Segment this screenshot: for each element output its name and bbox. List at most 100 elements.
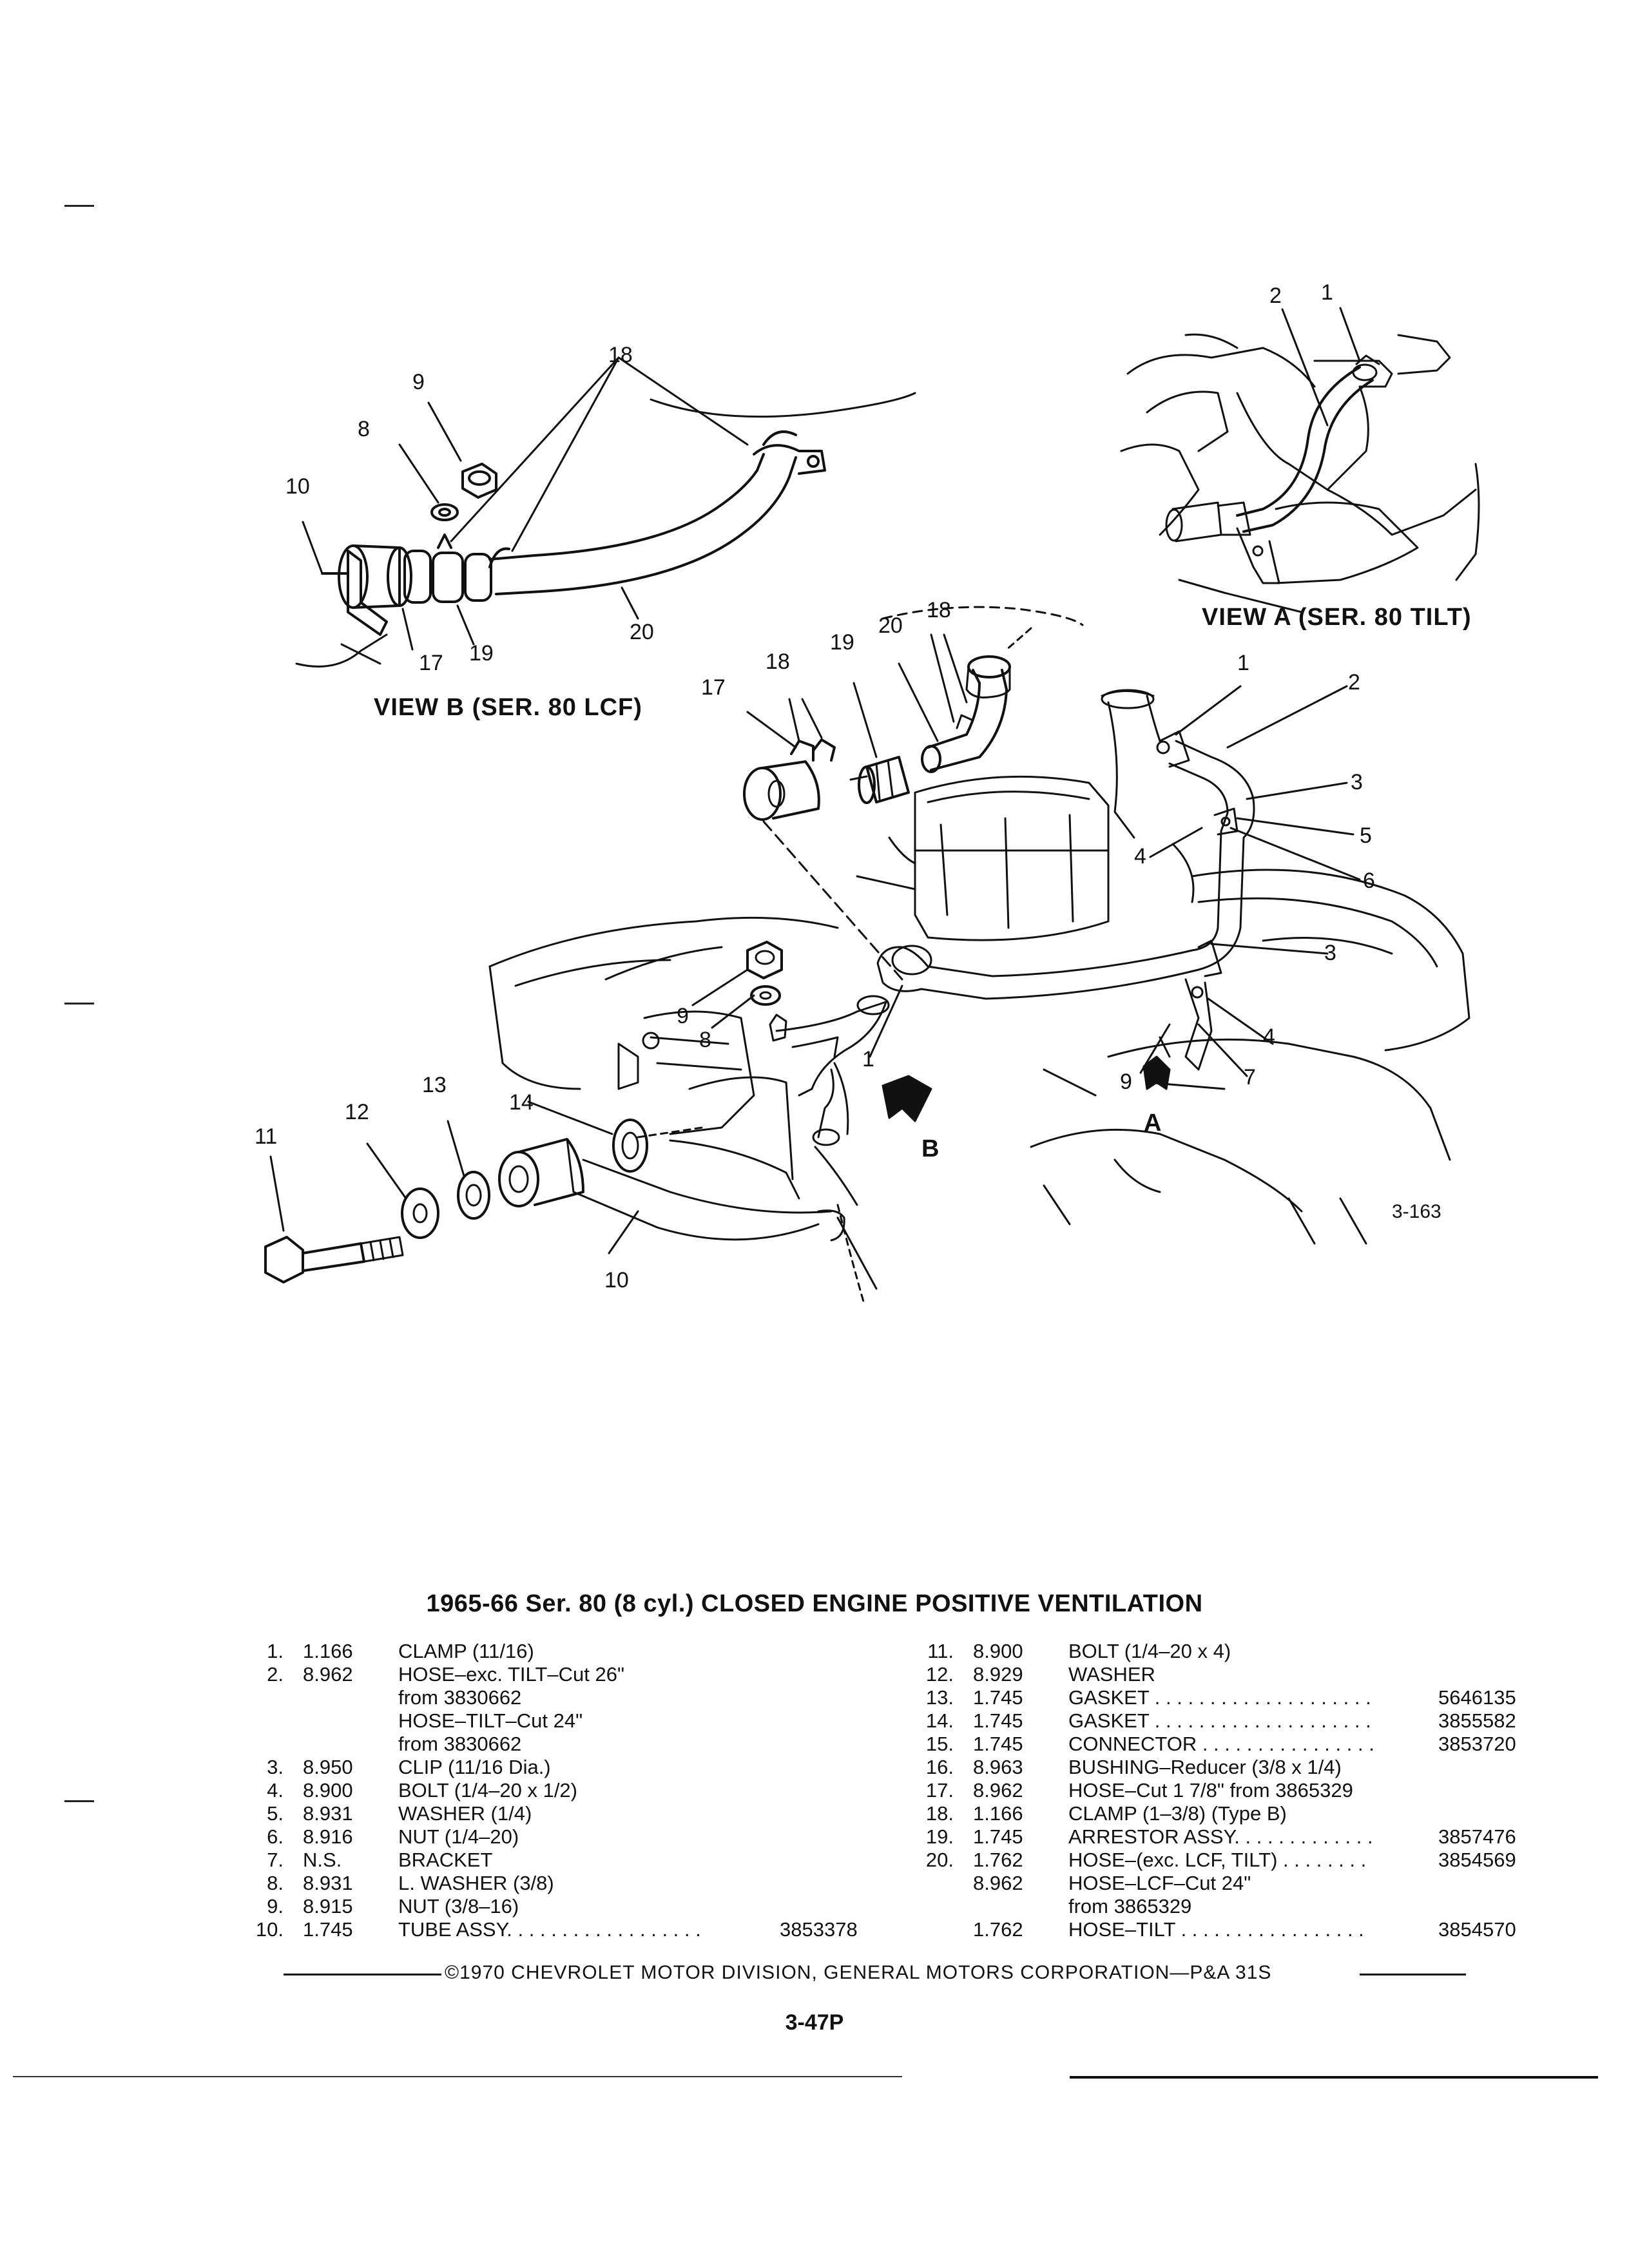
parts-cat: 1.166: [303, 1640, 353, 1662]
parts-num: 12.: [925, 1663, 954, 1686]
parts-desc: ARRESTOR ASSY. . . . . . . . . . . . .: [1068, 1825, 1373, 1848]
parts-desc: CONNECTOR . . . . . . . . . . . . . . . …: [1068, 1733, 1374, 1755]
callout-7: 7: [1244, 1065, 1256, 1090]
parts-cat: 1.745: [973, 1825, 1023, 1848]
main-engine-illustration: [264, 606, 1470, 1303]
parts-cat: 1.745: [973, 1709, 1023, 1732]
parts-num: 16.: [925, 1756, 954, 1778]
parts-row: HOSE–TILT–Cut 24": [245, 1709, 883, 1733]
callout-14: 14: [509, 1090, 534, 1115]
callout-va-1: 1: [1321, 280, 1333, 305]
callout-5: 5: [1360, 823, 1372, 848]
parts-part: 3857476: [1438, 1825, 1516, 1848]
view-b-label: VIEW B (SER. 80 LCF): [374, 694, 642, 721]
callout-vb-20: 20: [630, 620, 654, 644]
parts-cat: 1.745: [303, 1918, 353, 1941]
parts-cat: 8.915: [303, 1895, 353, 1917]
callout-1-lower: 1: [862, 1047, 874, 1072]
parts-num: 20.: [925, 1849, 954, 1871]
parts-row: 8.962 HOSE–LCF–Cut 24": [915, 1872, 1495, 1895]
parts-num: 7.: [267, 1849, 284, 1871]
parts-num: 3.: [267, 1756, 284, 1778]
parts-desc: CLIP (11/16 Dia.): [398, 1756, 551, 1778]
parts-part: 3854569: [1438, 1849, 1516, 1871]
parts-cat: 8.916: [303, 1825, 353, 1848]
parts-desc: from 3865329: [1068, 1895, 1192, 1917]
parts-cat: 8.962: [973, 1872, 1023, 1894]
margin-mark-middle: [64, 1003, 94, 1004]
parts-row: 6. 8.916 NUT (1/4–20): [245, 1825, 883, 1849]
copyright-rule-left: [284, 1974, 441, 1975]
parts-part: 5646135: [1438, 1686, 1516, 1709]
parts-cat: 1.762: [973, 1918, 1023, 1941]
parts-cat: 8.962: [973, 1779, 1023, 1802]
parts-cat: 8.963: [973, 1756, 1023, 1778]
parts-num: 13.: [925, 1686, 954, 1709]
callout-vb-8: 8: [358, 417, 370, 441]
parts-cat: 8.962: [303, 1663, 353, 1686]
parts-num: 9.: [267, 1895, 284, 1917]
page-title: 1965-66 Ser. 80 (8 cyl.) CLOSED ENGINE P…: [426, 1590, 1203, 1617]
callout-18-right: 18: [927, 598, 951, 622]
parts-num: 8.: [267, 1872, 284, 1894]
callout-19: 19: [830, 630, 854, 655]
direction-marker-a: [1142, 1055, 1171, 1090]
parts-num: 5.: [267, 1802, 284, 1825]
parts-desc: L. WASHER (3/8): [398, 1872, 554, 1894]
parts-row: 8. 8.931 L. WASHER (3/8): [245, 1872, 883, 1895]
callout-vb-9: 9: [412, 370, 425, 394]
callout-vb-19: 19: [469, 641, 494, 666]
callout-1-top: 1: [1237, 651, 1249, 675]
parts-num: 17.: [925, 1779, 954, 1802]
callout-6: 6: [1363, 869, 1375, 893]
parts-desc: HOSE–LCF–Cut 24": [1068, 1872, 1251, 1894]
parts-num: 2.: [267, 1663, 284, 1686]
callout-4-upper: 4: [1134, 844, 1146, 869]
parts-cat: 8.931: [303, 1802, 353, 1825]
parts-desc: CLAMP (11/16): [398, 1640, 534, 1662]
parts-desc: CLAMP (1–3/8) (Type B): [1068, 1802, 1287, 1825]
parts-desc: NUT (1/4–20): [398, 1825, 519, 1848]
direction-marker-b: [882, 1075, 932, 1122]
parts-cat: 1.745: [973, 1733, 1023, 1755]
view-a-label: VIEW A (SER. 80 TILT): [1202, 604, 1472, 631]
callout-9-left: 9: [677, 1004, 689, 1028]
copyright-rule-right: [1360, 1974, 1466, 1975]
parts-desc: HOSE–exc. TILT–Cut 26": [398, 1663, 625, 1686]
callout-11: 11: [255, 1124, 277, 1149]
callout-vb-10: 10: [285, 474, 310, 499]
margin-mark-bottom: [64, 1800, 94, 1802]
direction-label-b: B: [921, 1135, 940, 1162]
parts-cat: 8.900: [303, 1779, 353, 1802]
callout-18-left: 18: [766, 649, 790, 674]
parts-num: 14.: [925, 1709, 954, 1732]
parts-row: from 3830662: [245, 1733, 883, 1756]
parts-desc: GASKET . . . . . . . . . . . . . . . . .…: [1068, 1709, 1371, 1732]
parts-desc: NUT (3/8–16): [398, 1895, 519, 1917]
parts-cat: 1.762: [973, 1849, 1023, 1871]
parts-desc: HOSE–TILT–Cut 24": [398, 1709, 583, 1732]
parts-desc: from 3830662: [398, 1733, 522, 1755]
parts-desc: WASHER (1/4): [398, 1802, 532, 1825]
parts-row: from 3865329: [915, 1895, 1495, 1918]
parts-desc: BOLT (1/4–20 x 1/2): [398, 1779, 578, 1802]
parts-cat: 8.931: [303, 1872, 353, 1894]
parts-desc: WASHER: [1068, 1663, 1155, 1686]
margin-mark-top: [64, 205, 94, 207]
parts-num: 6.: [267, 1825, 284, 1848]
callout-17: 17: [701, 675, 726, 700]
